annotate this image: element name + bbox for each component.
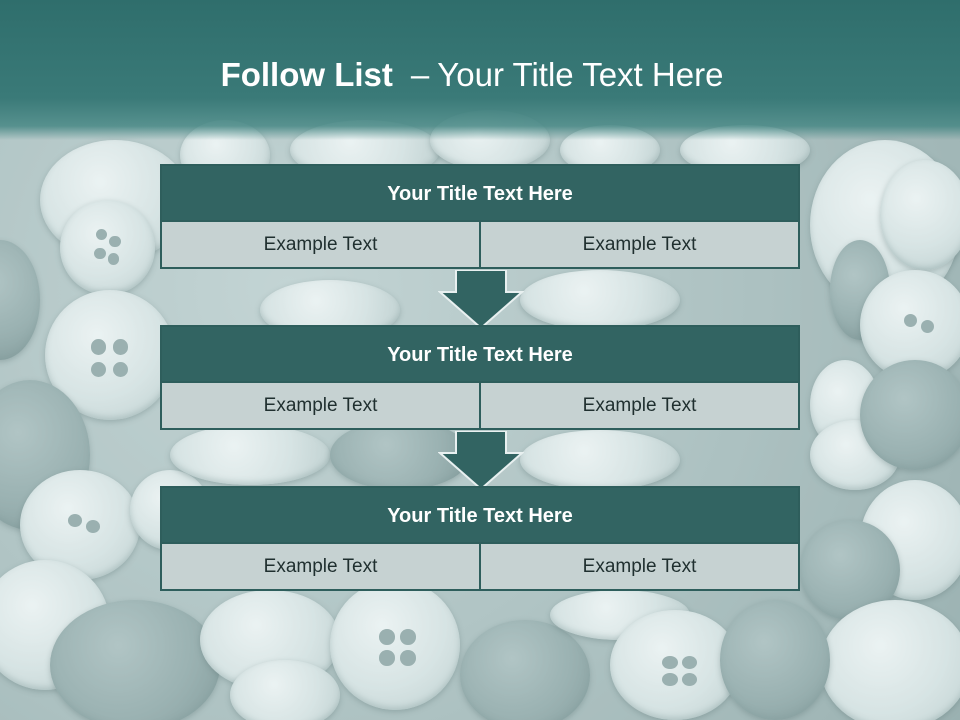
block-title: Your Title Text Here [162,327,798,383]
follow-block-1: Your Title Text Here Example Text Exampl… [160,164,800,269]
down-arrow-icon [438,270,524,330]
slide-title: Follow List–Your Title Text Here [0,56,944,94]
block-cell-left: Example Text [263,395,378,416]
block-row: Example Text Example Text [162,544,798,589]
title-bold: Follow List [220,56,393,93]
down-arrow-icon [438,431,524,491]
follow-block-2: Your Title Text Here Example Text Exampl… [160,325,800,430]
title-dash: – [410,56,430,93]
block-title: Your Title Text Here [162,488,798,544]
title-bar [0,0,960,140]
block-row: Example Text Example Text [162,383,798,428]
follow-block-3: Your Title Text Here Example Text Exampl… [160,486,800,591]
block-cell-right: Example Text [479,544,798,589]
block-cell-left: Example Text [263,556,378,577]
block-cell-right: Example Text [479,383,798,428]
block-row: Example Text Example Text [162,222,798,267]
block-title: Your Title Text Here [162,166,798,222]
block-cell-left: Example Text [263,234,378,255]
block-cell-right: Example Text [479,222,798,267]
title-rest: Your Title Text Here [437,56,724,93]
